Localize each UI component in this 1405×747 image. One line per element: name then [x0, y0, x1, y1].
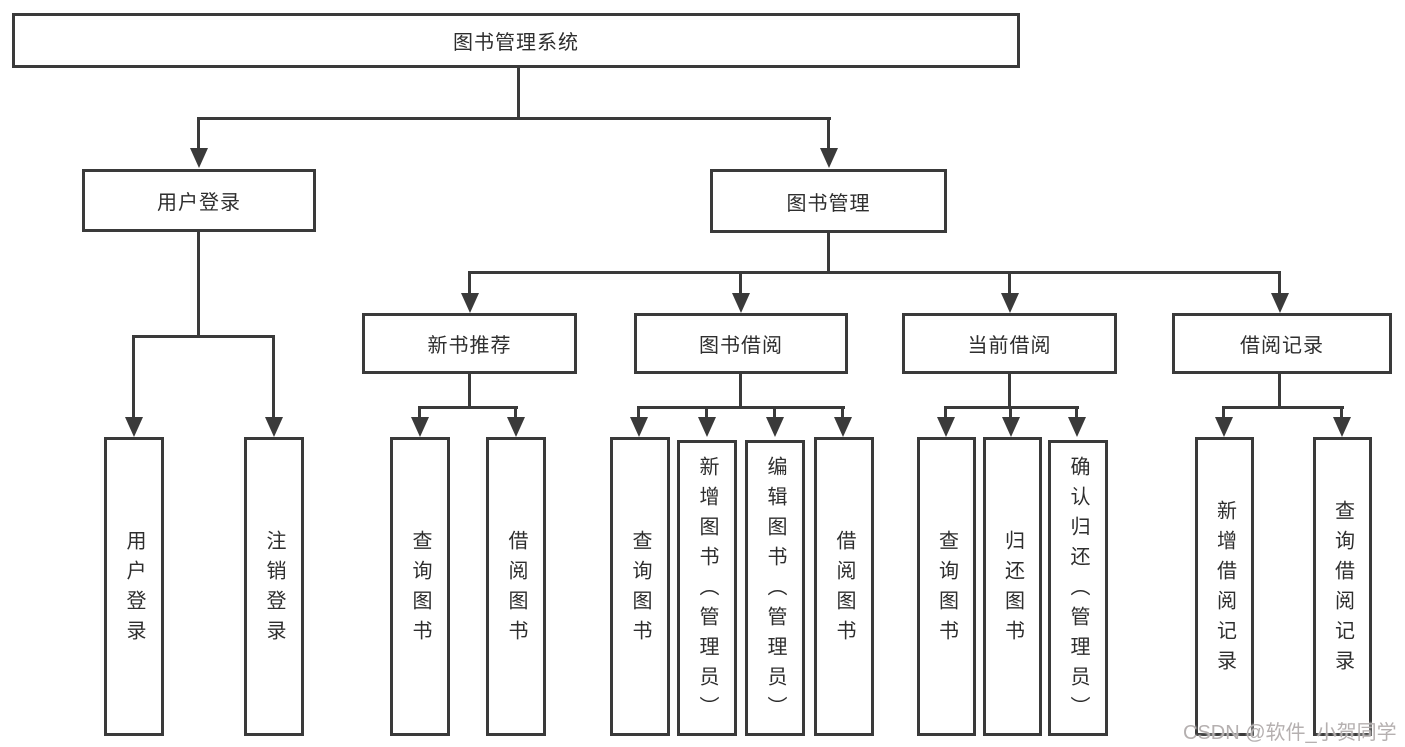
node-new-book-recommend: 新书推荐 — [362, 313, 577, 374]
watermark: CSDN @软件_小贺同学 — [1183, 722, 1397, 744]
node-leaf-query-books-3: 查询图书 — [917, 437, 976, 736]
connector-v — [517, 67, 520, 119]
connector-v — [197, 231, 200, 338]
arrow-down-icon — [1068, 417, 1086, 437]
arrow-down-icon — [937, 417, 955, 437]
connector-v — [418, 406, 421, 420]
arrow-down-icon — [732, 293, 750, 313]
connector-v — [1222, 406, 1225, 420]
connector-h — [1222, 406, 1344, 409]
connector-v — [705, 406, 708, 420]
arrow-down-icon — [1001, 293, 1019, 313]
connector-v — [841, 406, 844, 420]
connector-v — [1278, 373, 1281, 409]
connector-v — [514, 406, 517, 420]
connector-v — [637, 406, 640, 420]
connector-v — [739, 271, 742, 295]
connector-v — [1008, 373, 1011, 409]
connector-v — [827, 117, 830, 150]
connector-v — [1278, 271, 1281, 295]
node-leaf-user-login: 用户登录 — [104, 437, 164, 736]
node-leaf-confirm-return-admin: 确认归还（管理员） — [1048, 440, 1108, 736]
node-root-library-system: 图书管理系统 — [12, 13, 1020, 68]
connector-v — [1340, 406, 1343, 420]
node-leaf-borrow-books-1: 借阅图书 — [486, 437, 546, 736]
node-leaf-query-books-2: 查询图书 — [610, 437, 670, 736]
arrow-down-icon — [507, 417, 525, 437]
node-leaf-query-borrow-record: 查询借阅记录 — [1313, 437, 1372, 736]
connector-v — [1009, 406, 1012, 420]
connector-v — [197, 117, 200, 150]
connector-v — [773, 406, 776, 420]
arrow-down-icon — [630, 417, 648, 437]
arrow-down-icon — [125, 417, 143, 437]
connector-v — [944, 406, 947, 420]
node-book-borrow: 图书借阅 — [634, 313, 848, 374]
arrow-down-icon — [820, 148, 838, 168]
connector-v — [827, 232, 830, 274]
connector-v — [272, 335, 275, 419]
node-book-management: 图书管理 — [710, 169, 947, 233]
connector-v — [1008, 271, 1011, 295]
node-leaf-add-books-admin: 新增图书（管理员） — [677, 440, 737, 736]
connector-h — [132, 335, 275, 338]
arrow-down-icon — [190, 148, 208, 168]
connector-h — [418, 406, 518, 409]
arrow-down-icon — [411, 417, 429, 437]
node-leaf-edit-books-admin: 编辑图书（管理员） — [745, 440, 805, 736]
node-leaf-add-borrow-record: 新增借阅记录 — [1195, 437, 1254, 736]
arrow-down-icon — [1271, 293, 1289, 313]
connector-v — [132, 335, 135, 419]
arrow-down-icon — [1002, 417, 1020, 437]
node-leaf-logout: 注销登录 — [244, 437, 304, 736]
arrow-down-icon — [265, 417, 283, 437]
arrow-down-icon — [1215, 417, 1233, 437]
arrow-down-icon — [834, 417, 852, 437]
connector-h — [468, 271, 1281, 274]
node-borrow-records: 借阅记录 — [1172, 313, 1392, 374]
arrow-down-icon — [766, 417, 784, 437]
connector-v — [468, 373, 471, 409]
connector-v — [468, 271, 471, 295]
connector-v — [1075, 406, 1078, 420]
node-current-borrow: 当前借阅 — [902, 313, 1117, 374]
connector-h — [197, 117, 831, 120]
arrow-down-icon — [461, 293, 479, 313]
arrow-down-icon — [698, 417, 716, 437]
arrow-down-icon — [1333, 417, 1351, 437]
node-user-login: 用户登录 — [82, 169, 316, 232]
node-leaf-borrow-books-2: 借阅图书 — [814, 437, 874, 736]
node-leaf-query-books-1: 查询图书 — [390, 437, 450, 736]
node-leaf-return-books: 归还图书 — [983, 437, 1042, 736]
connector-h — [637, 406, 845, 409]
connector-v — [739, 373, 742, 409]
